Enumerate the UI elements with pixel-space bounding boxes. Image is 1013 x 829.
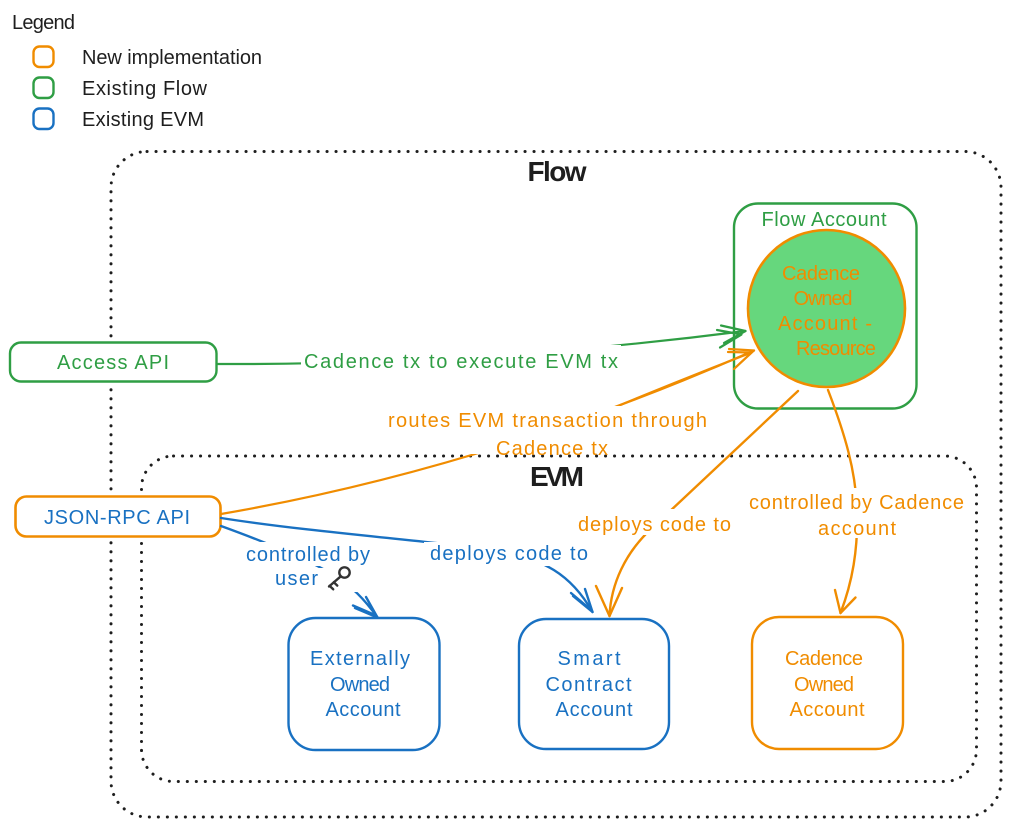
svg-text:EVM: EVM — [530, 461, 584, 492]
svg-text:Owned: Owned — [794, 288, 853, 310]
svg-text:Flow Account: Flow Account — [762, 209, 887, 231]
svg-text:user: user — [275, 568, 318, 590]
svg-text:Account: Account — [790, 699, 865, 721]
svg-text:Account: Account — [556, 699, 633, 721]
svg-text:deploys code to: deploys code to — [430, 543, 588, 565]
svg-text:controlled by Cadence: controlled by Cadence — [749, 492, 964, 514]
svg-text:Contract: Contract — [546, 674, 632, 696]
svg-text:Flow: Flow — [528, 156, 587, 187]
svg-text:Existing Flow: Existing Flow — [82, 78, 208, 100]
svg-text:deploys code to: deploys code to — [578, 514, 731, 536]
svg-text:Smart: Smart — [558, 648, 621, 670]
svg-text:Account -: Account - — [778, 313, 872, 335]
svg-text:Externally: Externally — [310, 648, 410, 670]
svg-text:Existing EVM: Existing EVM — [82, 109, 204, 131]
svg-text:account: account — [818, 518, 896, 540]
svg-text:Resource: Resource — [796, 338, 876, 360]
svg-text:routes EVM transaction through: routes EVM transaction through — [388, 410, 707, 432]
svg-text:Cadence: Cadence — [785, 648, 863, 670]
svg-text:controlled by: controlled by — [246, 544, 370, 566]
svg-text:Cadence tx: Cadence tx — [496, 438, 608, 460]
svg-text:Cadence tx to execute EVM tx: Cadence tx to execute EVM tx — [304, 351, 618, 373]
svg-text:Account: Account — [326, 699, 401, 721]
svg-text:New implementation: New implementation — [82, 47, 262, 69]
svg-text:Cadence: Cadence — [782, 263, 860, 285]
svg-text:Legend: Legend — [12, 12, 75, 34]
svg-text:JSON-RPC API: JSON-RPC API — [44, 507, 190, 529]
svg-text:Owned: Owned — [794, 674, 854, 696]
svg-text:Owned: Owned — [330, 674, 390, 696]
svg-text:Access API: Access API — [57, 352, 169, 374]
